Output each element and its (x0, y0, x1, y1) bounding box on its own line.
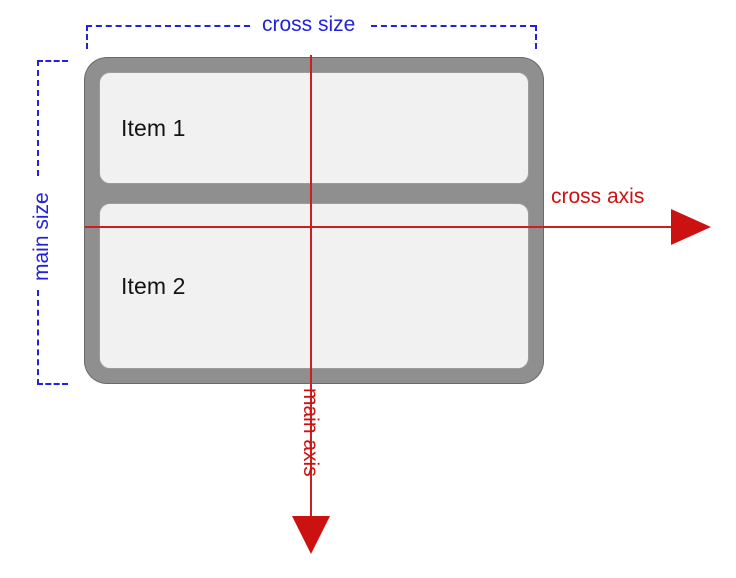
cross-axis-arrowhead-icon (671, 209, 711, 245)
flex-item-2-label: Item 2 (121, 272, 186, 299)
cross-axis-line (85, 226, 674, 228)
flex-item-2: Item 2 (99, 203, 529, 369)
cross-size-bracket-left-segment (86, 25, 250, 27)
cross-size-bracket-right-tick (535, 25, 537, 49)
main-size-label: main size (26, 186, 58, 287)
main-axis-arrowhead-icon (292, 516, 330, 554)
flex-container: Item 1 Item 2 (85, 58, 543, 383)
main-axis-line (310, 55, 312, 518)
cross-size-bracket-left-tick (86, 25, 88, 49)
flex-item-1-label: Item 1 (121, 114, 186, 141)
main-axis-label: main axis (299, 388, 322, 477)
main-size-bracket-top-tick (37, 60, 68, 62)
main-size-bracket-top-segment (37, 60, 39, 176)
main-size-bracket-bottom-tick (37, 383, 68, 385)
main-size-bracket-bottom-segment (37, 290, 39, 385)
flex-item-1: Item 1 (99, 72, 529, 184)
cross-axis-label: cross axis (551, 185, 645, 208)
cross-size-label: cross size (256, 13, 362, 37)
cross-size-bracket-right-segment (371, 25, 536, 27)
